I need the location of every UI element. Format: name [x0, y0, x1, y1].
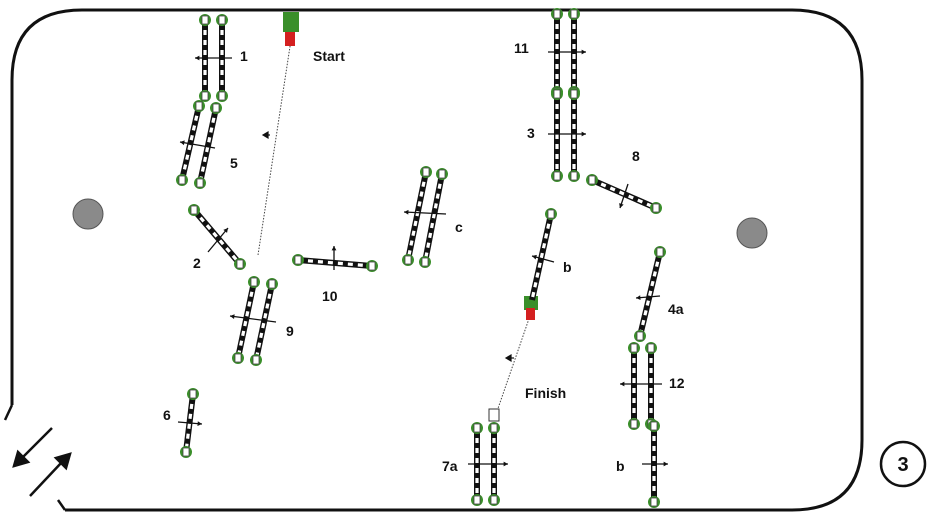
- obstacle-4a: [634, 246, 666, 342]
- obstacle-8: [586, 174, 662, 214]
- entrance-tick-bottom: [56, 499, 67, 511]
- obstacle-c: [402, 166, 448, 268]
- obstacle-label-2: 2: [193, 255, 201, 271]
- obstacle-10: [292, 246, 378, 272]
- obstacle-label-11: 11: [514, 40, 529, 56]
- obstacle-7a: [468, 422, 508, 506]
- course-number-badge: [879, 440, 927, 488]
- obstacle-label-b-lower: b: [616, 458, 625, 474]
- arena-outline: [10, 8, 864, 512]
- obstacle-11: [548, 8, 586, 98]
- obstacle-label-8: 8: [632, 148, 640, 164]
- obstacle-label-10: 10: [322, 288, 338, 304]
- finish-label: Finish: [525, 385, 566, 401]
- entrance-arrows: [12, 427, 72, 497]
- obstacle-12: [620, 342, 662, 430]
- track-line-finish: [493, 309, 533, 421]
- obstacle-label-7a: 7a: [442, 458, 458, 474]
- obstacle-label-c: c: [455, 219, 463, 235]
- obstacle-b-lower: [642, 420, 668, 508]
- track-line-start: [257, 39, 292, 256]
- obstacle-b-upper: [529, 208, 557, 301]
- obstacle-label-9: 9: [286, 323, 294, 339]
- marker-ball-right: [736, 217, 768, 249]
- obstacle-3: [548, 88, 586, 182]
- start-label: Start: [313, 48, 345, 64]
- start-flag: [283, 12, 299, 46]
- entrance-tick-top: [3, 404, 14, 421]
- obstacle-label-6: 6: [163, 407, 171, 423]
- obstacle-2: [188, 204, 246, 270]
- marker-ball-left: [72, 198, 104, 230]
- obstacle-label-4a: 4a: [668, 301, 684, 317]
- obstacle-label-b-upper: b: [563, 259, 572, 275]
- finish-pole: [488, 408, 500, 422]
- obstacle-6: [177, 388, 203, 458]
- course-number: 3: [897, 454, 908, 476]
- obstacle-label-1: 1: [240, 48, 248, 64]
- obstacle-label-12: 12: [669, 375, 685, 391]
- obstacle-1: [195, 14, 232, 102]
- obstacle-9: [229, 276, 278, 366]
- obstacle-5: [176, 100, 222, 189]
- obstacle-label-3: 3: [527, 125, 535, 141]
- obstacle-label-5: 5: [230, 155, 238, 171]
- track-arrows: [261, 130, 514, 363]
